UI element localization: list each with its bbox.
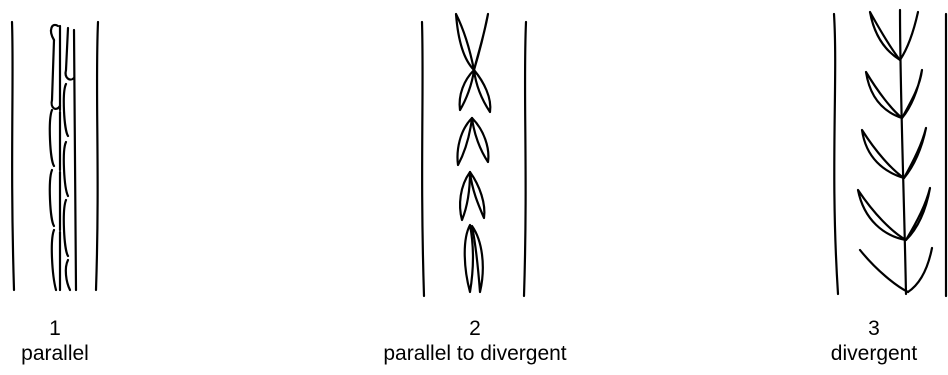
figure-2-number: 2 [360,316,590,341]
figure-2-caption: 2 parallel to divergent [360,316,590,366]
figure-2: 2 parallel to divergent [360,0,590,375]
parallel-to-divergent-venation-drawing [360,0,590,300]
figure-3-number: 3 [779,316,948,341]
divergent-venation-drawing [800,0,948,300]
parallel-venation-drawing [0,0,110,300]
figure-1-label: parallel [0,341,110,366]
figure-1: 1 parallel [0,0,110,375]
figure-1-caption: 1 parallel [0,316,110,366]
figure-3-label: divergent [779,341,948,366]
figure-1-number: 1 [0,316,110,341]
figure-2-label: parallel to divergent [360,341,590,366]
figure-3-caption: 3 divergent [779,316,948,366]
figure-3: 3 divergent [800,0,948,375]
